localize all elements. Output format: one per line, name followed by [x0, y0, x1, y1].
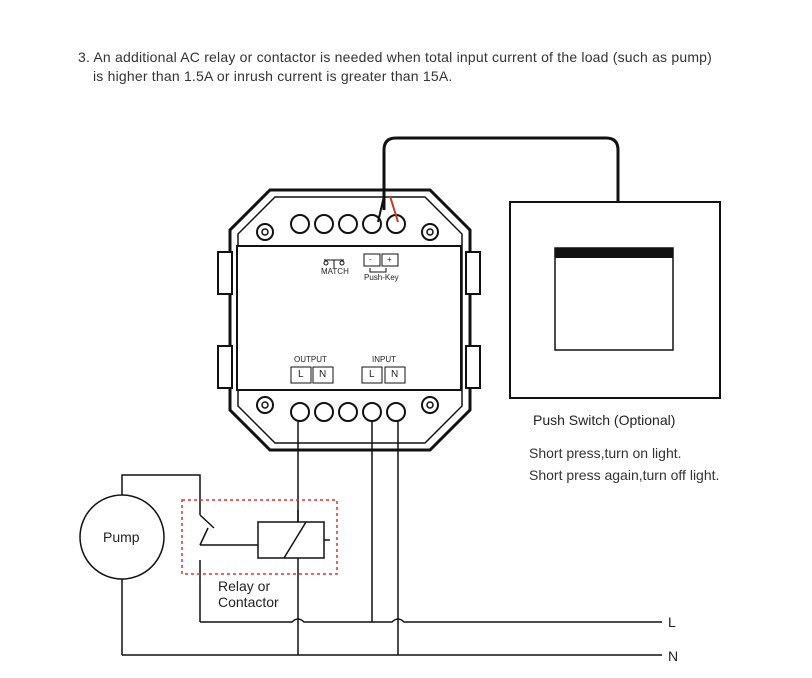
note-line-1: 3. An additional AC relay or contactor i…: [78, 49, 713, 65]
pushkey-plus: +: [387, 255, 392, 264]
relay-coil: [257, 521, 325, 559]
push-switch-wire-black: [382, 136, 620, 210]
push-switch-desc-2: Short press again,turn off light.: [529, 467, 720, 483]
line-n-label: N: [668, 648, 679, 664]
pushkey-minus: -: [369, 255, 372, 264]
relay-dashed-box: [181, 499, 338, 575]
pump-label: Pump: [103, 529, 140, 545]
match-label: MATCH: [321, 267, 349, 276]
input-l: L: [369, 369, 375, 380]
relay-label-2: Contactor: [218, 594, 279, 610]
push-switch-button: [554, 247, 674, 351]
relay-label-1: Relay or: [218, 578, 271, 594]
push-switch-wire-red: [389, 195, 399, 223]
pushkey-label: Push-Key: [364, 273, 399, 282]
instruction-note: 3. An additional AC relay or contactor i…: [78, 48, 712, 86]
push-switch-title: Push Switch (Optional): [533, 412, 676, 428]
output-label: OUTPUT: [294, 355, 327, 364]
output-l: L: [298, 369, 304, 380]
device-panel: [236, 245, 462, 391]
output-n: N: [319, 369, 327, 380]
push-switch-desc-1: Short press,turn on light.: [529, 445, 682, 461]
match-button-symbol: [323, 259, 345, 268]
note-line-2: is higher than 1.5A or inrush current is…: [93, 68, 453, 84]
line-l-label: L: [668, 614, 676, 630]
input-n: N: [391, 369, 399, 380]
input-label: INPUT: [372, 355, 396, 364]
pump-symbol: [79, 494, 165, 580]
